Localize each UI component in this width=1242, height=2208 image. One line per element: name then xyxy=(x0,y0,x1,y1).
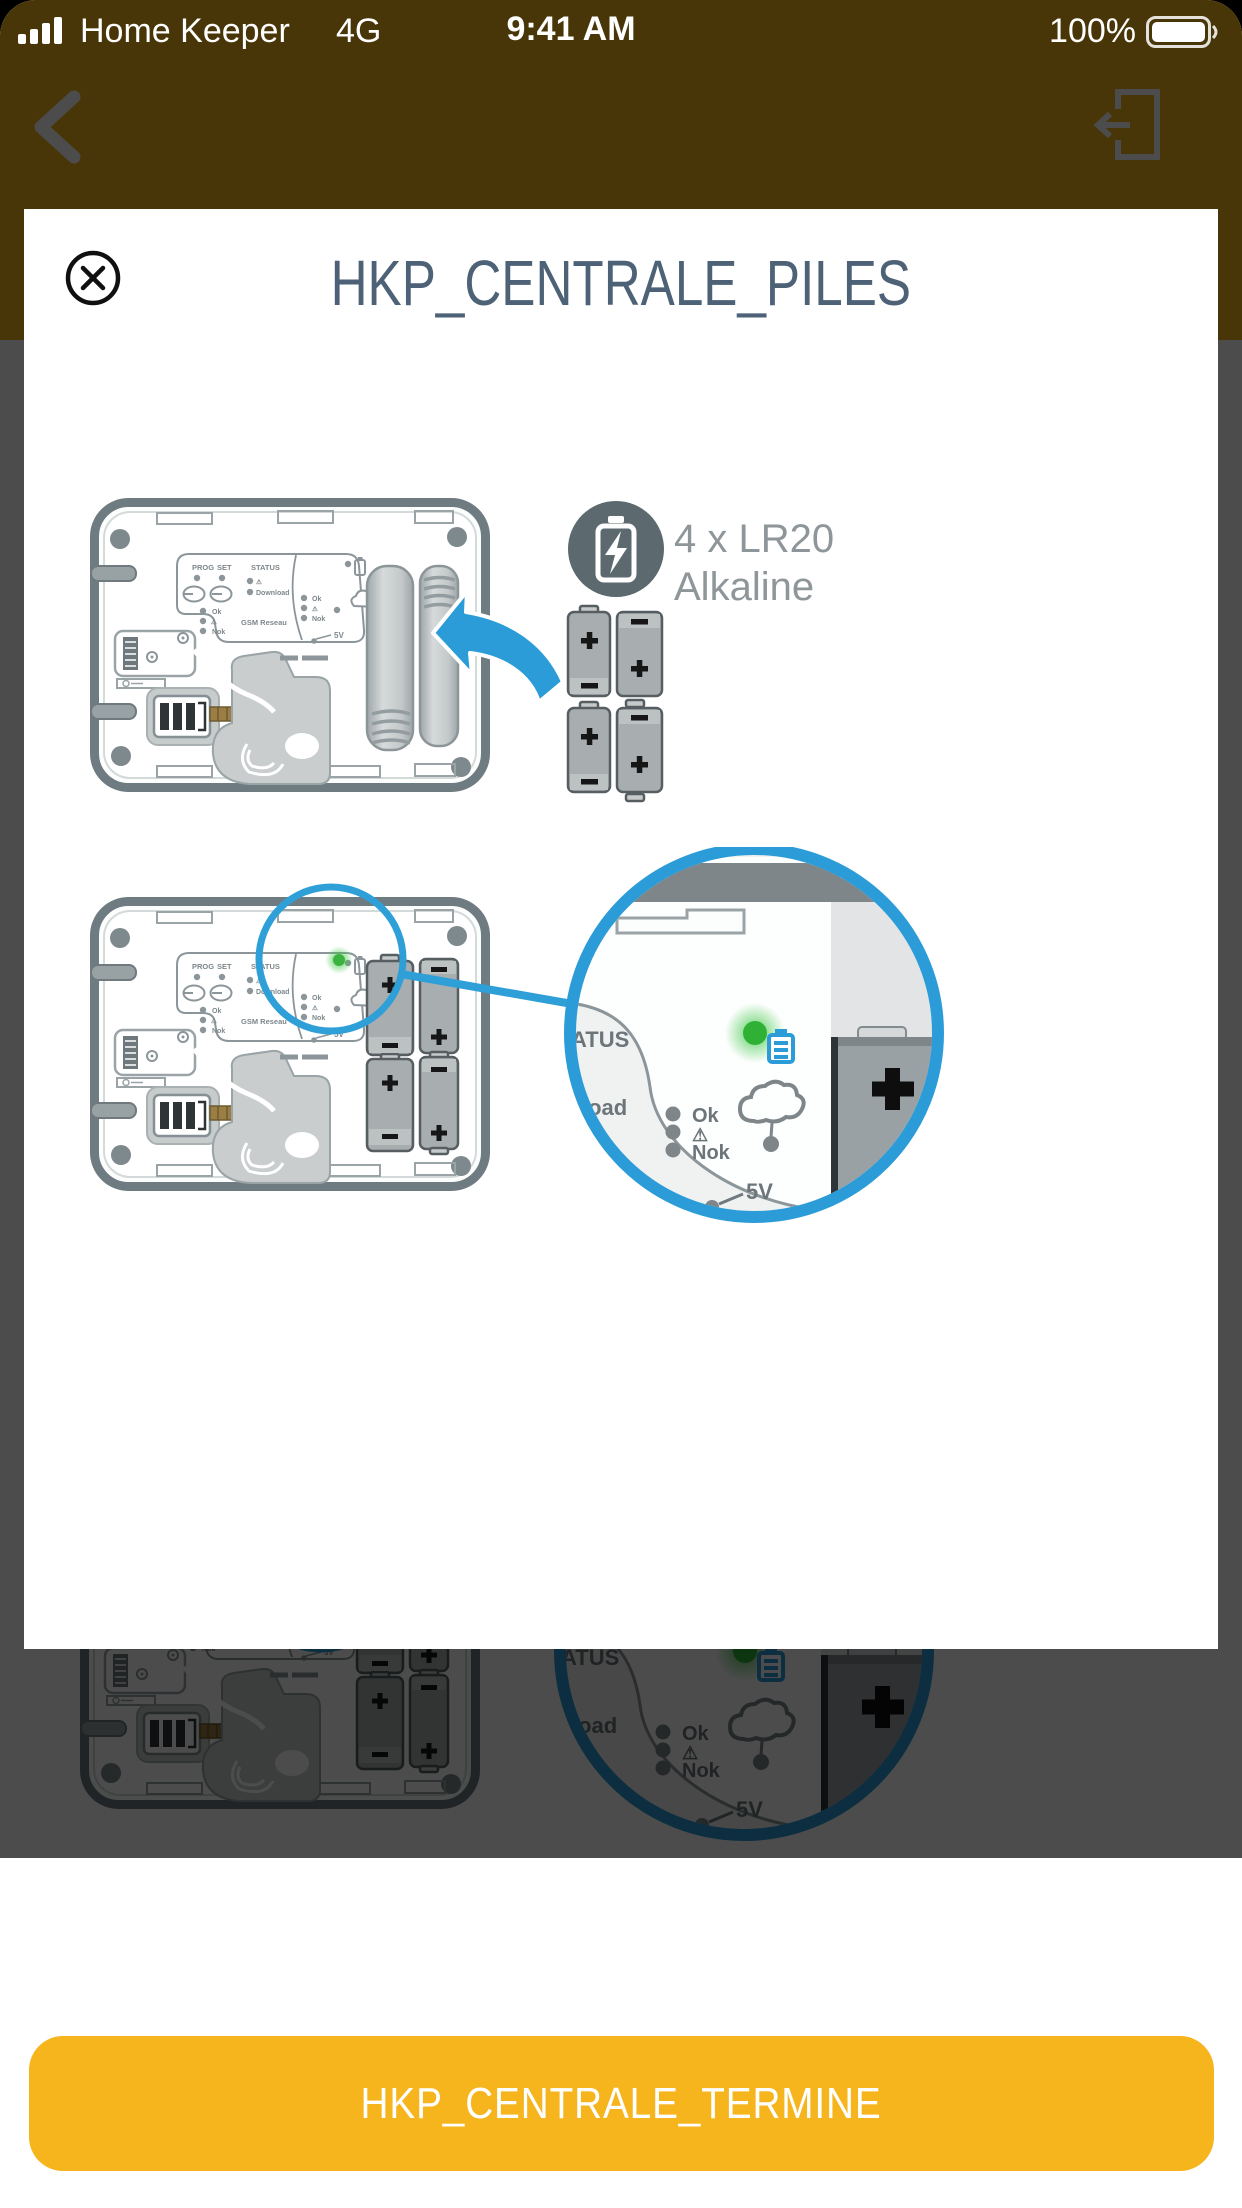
status-bar: Home Keeper 4G 9:41 AM 100% xyxy=(0,0,1242,60)
done-button-label: HKP_CENTRALE_TERMINE xyxy=(360,2078,883,2128)
diagram-insert-batteries xyxy=(90,498,920,808)
carrier-label: Home Keeper xyxy=(80,12,290,50)
done-button[interactable]: HKP_CENTRALE_TERMINE xyxy=(29,2036,1214,2171)
instruction-modal: HKP_CENTRALE_PILES xyxy=(24,209,1218,1649)
clock: 9:41 AM xyxy=(506,10,636,48)
footer-sheet: HKP_CENTRALE_TERMINE xyxy=(0,1858,1242,2208)
battery-icon xyxy=(1146,16,1218,48)
close-button[interactable] xyxy=(65,250,121,306)
battery-percent: 100% xyxy=(1049,12,1136,50)
network-label: 4G xyxy=(336,12,382,50)
modal-title: HKP_CENTRALE_PILES xyxy=(330,247,912,319)
signal-icon xyxy=(18,17,62,44)
diagram-led-detail xyxy=(90,847,950,1227)
